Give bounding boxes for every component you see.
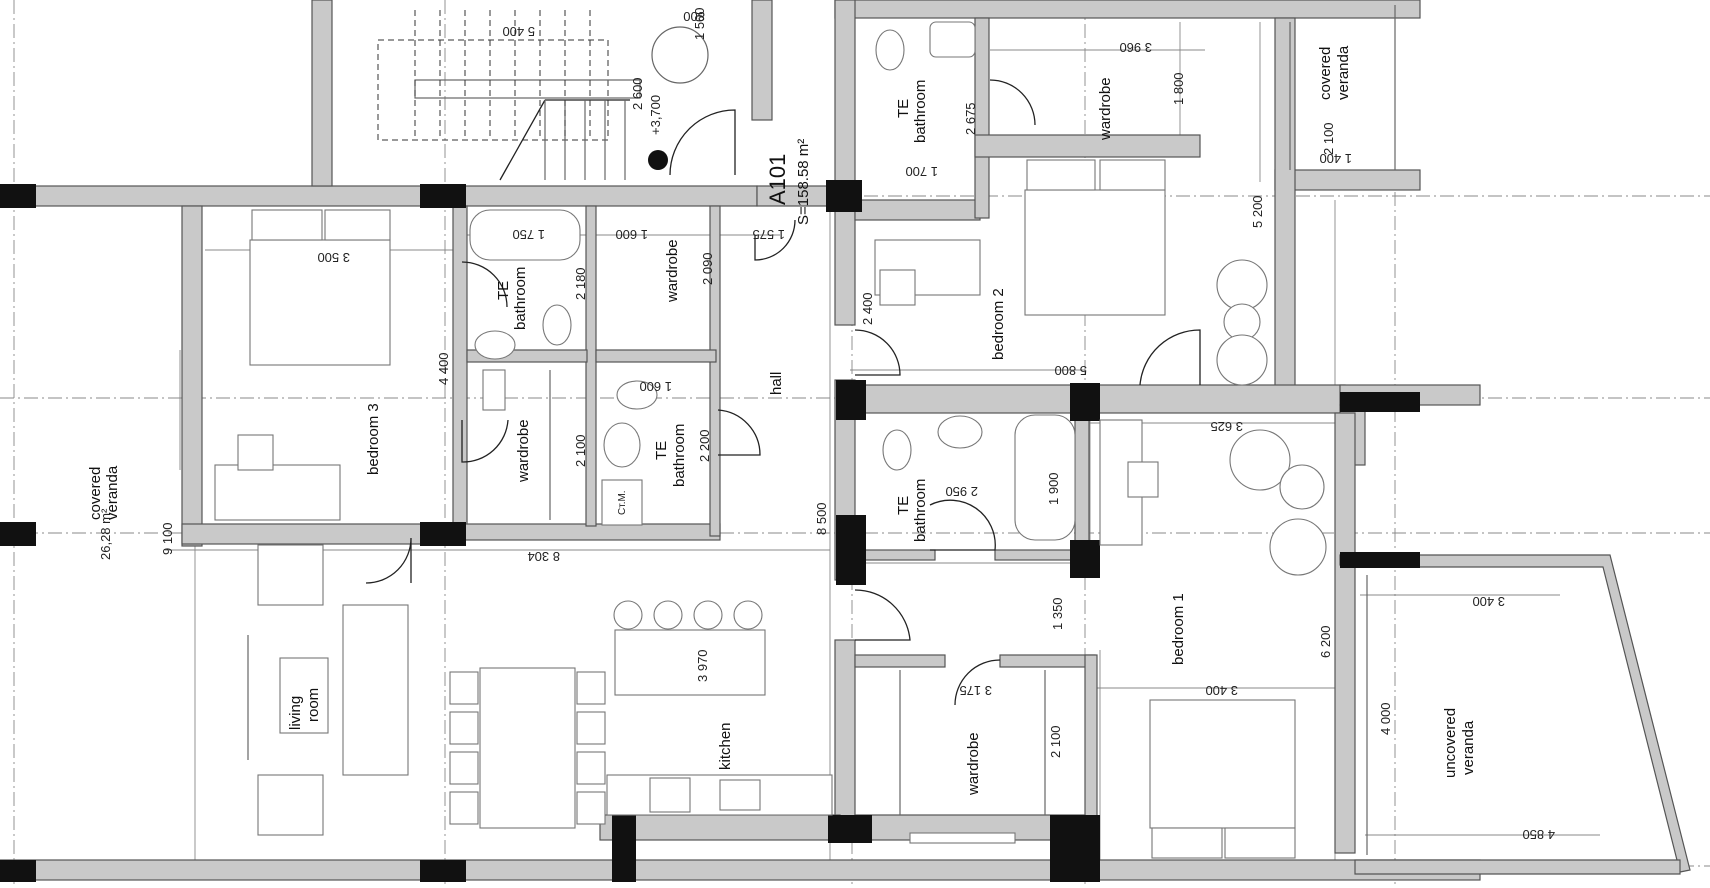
bed-bedroom3 bbox=[249, 239, 391, 366]
dim-2100b: 2 100 bbox=[573, 434, 588, 467]
label-te-b3: TE bbox=[495, 281, 512, 300]
label-covered-left-area: 26,28 m² bbox=[98, 508, 113, 560]
dim-2950: 2 950 bbox=[945, 484, 978, 499]
sofa bbox=[342, 604, 409, 776]
dim-5800: 5 800 bbox=[1054, 363, 1087, 378]
dim-800: 800 bbox=[683, 9, 705, 24]
dim-3175: 3 175 bbox=[959, 683, 992, 698]
dim-4400: 4 400 bbox=[436, 352, 451, 385]
dim-1800: 1 800 bbox=[1171, 72, 1186, 105]
staircase bbox=[377, 10, 736, 181]
dim-1500: 1 500 bbox=[692, 7, 707, 40]
dim-2200: 2 200 bbox=[697, 429, 712, 462]
dim-2100c: 2 100 bbox=[1048, 725, 1063, 758]
desk bbox=[214, 464, 341, 521]
apartment-id: A101 bbox=[765, 154, 790, 205]
dim-4000: 4 000 bbox=[1378, 702, 1393, 735]
dim-1700: 1 700 bbox=[905, 164, 938, 179]
dim-3970: 3 970 bbox=[695, 649, 710, 682]
dim-2100a: 2 100 bbox=[1321, 122, 1336, 155]
label-bedroom1: bedroom 1 bbox=[1170, 593, 1187, 665]
dim-3500: 3 500 bbox=[317, 250, 350, 265]
dim-2675: 2 675 bbox=[963, 102, 978, 135]
label-kitchen: kitchen bbox=[717, 722, 734, 770]
label-te-center: TE bbox=[653, 441, 670, 460]
label-te-b2: TE bbox=[895, 99, 912, 118]
dim-1575: 1 575 bbox=[752, 227, 785, 242]
dim-8304: 8 304 bbox=[527, 549, 560, 564]
columns bbox=[0, 180, 1420, 882]
label-covered-left-1: covered bbox=[87, 467, 104, 520]
dim-2400: 2 400 bbox=[860, 292, 875, 325]
dim-3400a: 3 400 bbox=[1472, 594, 1505, 609]
label-te-b1: TE bbox=[895, 496, 912, 515]
label-bath-b1: bathroom bbox=[912, 479, 929, 542]
label-covered-left-2: veranda bbox=[104, 465, 121, 520]
apartment-area: S=158.58 m² bbox=[795, 139, 812, 225]
bathtub bbox=[469, 209, 581, 261]
kitchen-island bbox=[614, 629, 766, 696]
doors bbox=[365, 79, 1201, 706]
dimension-labels: 5 400 800 1 500 2 600 +3,700 3 960 1 800… bbox=[160, 7, 1555, 842]
dim-1600a: 1 600 bbox=[615, 227, 648, 242]
armchair-bottom bbox=[257, 774, 324, 836]
dim-1600b: 1 600 bbox=[639, 379, 672, 394]
label-covered-top-1: covered bbox=[1317, 47, 1334, 100]
dim-9100: 9 100 bbox=[160, 522, 175, 555]
dim-1400: 1 400 bbox=[1319, 151, 1352, 166]
furniture bbox=[179, 5, 1396, 859]
dim-2600: 2 600 bbox=[630, 77, 645, 110]
label-bath-center: bathroom bbox=[671, 424, 688, 487]
dim-level: +3,700 bbox=[648, 95, 663, 135]
coffee-table bbox=[279, 657, 329, 734]
label-bath-b3: bathroom bbox=[512, 267, 529, 330]
dim-8500: 8 500 bbox=[814, 502, 829, 535]
dim-5200: 5 200 bbox=[1250, 195, 1265, 228]
dim-2090: 2 090 bbox=[700, 252, 715, 285]
label-covered-top-2: veranda bbox=[1335, 45, 1352, 100]
label-living-1: living bbox=[287, 696, 304, 730]
label-wardrobe-b3: wardrobe bbox=[515, 419, 532, 483]
dim-3400b: 3 400 bbox=[1205, 683, 1238, 698]
dining-table bbox=[479, 667, 576, 829]
armchair-top bbox=[257, 544, 324, 606]
label-uncovered-1: uncovered bbox=[1442, 708, 1459, 778]
label-wardrobe-b1: wardrobe bbox=[965, 732, 982, 796]
label-hall: hall bbox=[768, 372, 785, 395]
dim-3625: 3 625 bbox=[1210, 419, 1243, 434]
dim-2180: 2 180 bbox=[573, 267, 588, 300]
label-bedroom2: bedroom 2 bbox=[990, 288, 1007, 360]
dim-4850: 4 850 bbox=[1522, 827, 1555, 842]
label-uncovered-2: veranda bbox=[1460, 720, 1477, 775]
label-bedroom3: bedroom 3 bbox=[365, 403, 382, 475]
dim-6200: 6 200 bbox=[1318, 625, 1333, 658]
label-bath-b2: bathroom bbox=[912, 80, 929, 143]
dim-1900: 1 900 bbox=[1046, 472, 1061, 505]
dim-1350: 1 350 bbox=[1050, 597, 1065, 630]
dim-3960: 3 960 bbox=[1119, 40, 1152, 55]
room-labels: bedroom 3 bedroom 2 bedroom 1 hall kitch… bbox=[87, 45, 1477, 796]
label-cm: Ст.М. bbox=[617, 490, 628, 515]
dim-1750: 1 750 bbox=[512, 227, 545, 242]
bed-bedroom2 bbox=[1024, 189, 1166, 316]
label-wardrobe-b2: wardrobe bbox=[1097, 77, 1114, 141]
label-living-2: room bbox=[305, 688, 322, 722]
bed-bedroom1 bbox=[1149, 699, 1296, 829]
label-wardrobe-hall: wardrobe bbox=[664, 239, 681, 303]
dim-5400: 5 400 bbox=[502, 24, 535, 39]
